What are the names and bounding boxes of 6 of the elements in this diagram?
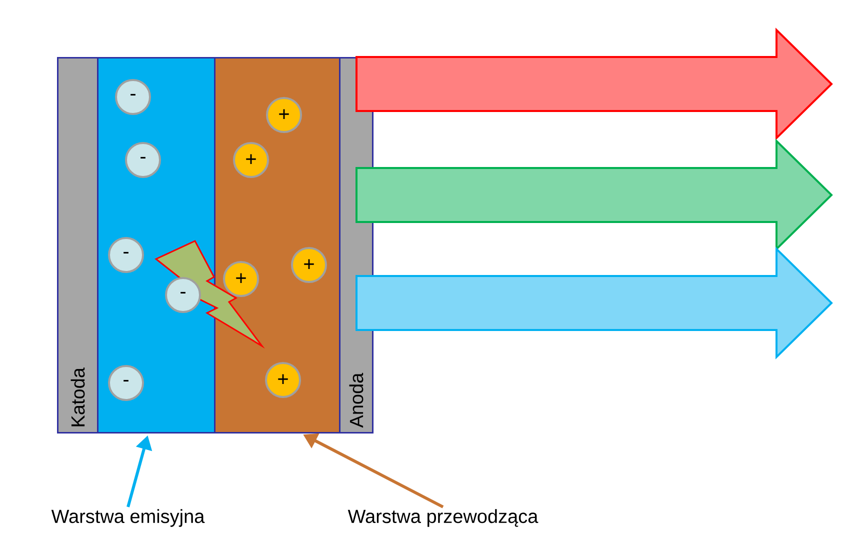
layer-label: Warstwa przewodząca — [348, 509, 538, 527]
electrode-band: Katoda — [57, 57, 98, 434]
layer-label: Warstwa emisyjna — [51, 509, 205, 527]
light-arrow — [356, 246, 833, 360]
light-arrow — [356, 28, 833, 140]
light-arrow — [356, 138, 833, 252]
